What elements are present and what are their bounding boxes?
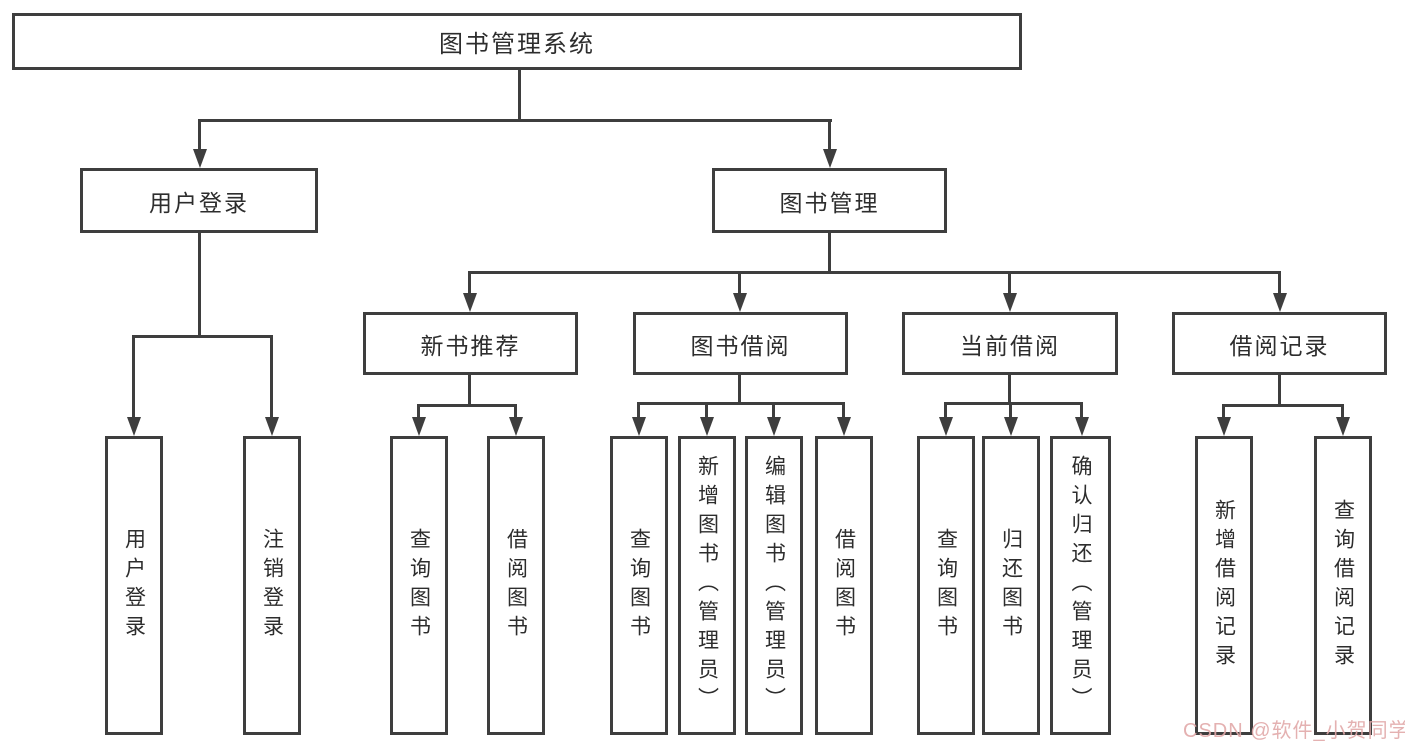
arrowhead-down xyxy=(700,417,714,436)
node-book-borrow: 图书借阅 xyxy=(633,312,848,375)
connector-line xyxy=(132,335,273,338)
connector-line xyxy=(417,404,420,419)
connector-line xyxy=(514,404,517,419)
connector-line xyxy=(1222,404,1225,419)
connector-line xyxy=(1008,375,1011,403)
watermark: CSDN @软件_小贺同学 xyxy=(1183,720,1405,742)
leaf-current-query-books: 查询图书 xyxy=(917,436,975,735)
connector-line xyxy=(772,402,775,419)
arrowhead-down xyxy=(632,417,646,436)
arrowhead-down xyxy=(1003,293,1017,312)
connector-line xyxy=(1080,402,1083,419)
arrowhead-down xyxy=(1217,417,1231,436)
arrowhead-down xyxy=(412,417,426,436)
connector-line xyxy=(468,271,471,295)
arrowhead-down xyxy=(1075,417,1089,436)
node-root-label: 图书管理系统 xyxy=(439,31,595,58)
connector-line xyxy=(738,271,741,295)
leaf-borrow-books-label: 借阅图书 xyxy=(832,527,856,644)
connector-line xyxy=(1222,404,1344,407)
connector-line xyxy=(944,402,1083,405)
connector-line xyxy=(842,402,845,419)
arrowhead-down xyxy=(509,417,523,436)
connector-line xyxy=(132,335,135,419)
node-borrow-records-label: 借阅记录 xyxy=(1229,332,1330,359)
leaf-borrow-books: 借阅图书 xyxy=(815,436,873,735)
leaf-confirm-return-admin-label: 确认归还（管理员） xyxy=(1069,455,1092,716)
node-borrow-records: 借阅记录 xyxy=(1172,312,1387,375)
leaf-add-borrow-record: 新增借阅记录 xyxy=(1195,436,1253,735)
connector-line xyxy=(198,119,201,152)
connector-line xyxy=(828,233,831,273)
leaf-recommend-query-books-label: 查询图书 xyxy=(407,527,431,644)
arrowhead-down xyxy=(1004,417,1018,436)
leaf-edit-books-admin-label: 编辑图书（管理员） xyxy=(762,455,786,716)
leaf-recommend-borrow-books: 借阅图书 xyxy=(487,436,545,735)
connector-line xyxy=(270,335,273,419)
connector-line xyxy=(1278,375,1281,406)
connector-line xyxy=(637,402,845,405)
connector-line xyxy=(417,404,517,407)
leaf-add-books-admin-label: 新增图书（管理员） xyxy=(695,455,719,716)
leaf-return-books: 归还图书 xyxy=(982,436,1040,735)
leaf-query-borrow-record: 查询借阅记录 xyxy=(1314,436,1372,735)
connector-line xyxy=(828,119,831,152)
arrowhead-down xyxy=(193,149,207,168)
leaf-add-books-admin: 新增图书（管理员） xyxy=(678,436,736,735)
arrowhead-down xyxy=(823,149,837,168)
leaf-return-books-label: 归还图书 xyxy=(999,527,1023,644)
arrowhead-down xyxy=(463,293,477,312)
connector-line xyxy=(705,402,708,419)
connector-line xyxy=(198,119,832,122)
node-new-book-recommend-label: 新书推荐 xyxy=(420,332,521,359)
leaf-edit-books-admin: 编辑图书（管理员） xyxy=(745,436,803,735)
connector-line xyxy=(518,70,521,119)
arrowhead-down xyxy=(733,293,747,312)
leaf-logout: 注销登录 xyxy=(243,436,301,735)
leaf-recommend-query-books: 查询图书 xyxy=(390,436,448,735)
arrowhead-down xyxy=(265,417,279,436)
leaf-logout-label: 注销登录 xyxy=(260,527,284,644)
leaf-add-borrow-record-label: 新增借阅记录 xyxy=(1212,498,1236,673)
node-current-borrow: 当前借阅 xyxy=(902,312,1118,375)
leaf-query-borrow-record-label: 查询借阅记录 xyxy=(1331,498,1355,673)
node-book-management: 图书管理 xyxy=(712,168,947,233)
connector-line xyxy=(1009,402,1012,419)
node-root: 图书管理系统 xyxy=(12,13,1022,70)
arrowhead-down xyxy=(767,417,781,436)
arrowhead-down xyxy=(837,417,851,436)
connector-line xyxy=(1341,404,1344,419)
leaf-user-login-label: 用户登录 xyxy=(122,527,146,644)
node-user-login-label: 用户登录 xyxy=(149,189,249,216)
node-new-book-recommend: 新书推荐 xyxy=(363,312,578,375)
connector-line xyxy=(198,233,201,335)
leaf-user-login: 用户登录 xyxy=(105,436,163,735)
connector-line xyxy=(468,271,1281,274)
leaf-confirm-return-admin: 确认归还（管理员） xyxy=(1050,436,1111,735)
connector-line xyxy=(637,402,640,419)
arrowhead-down xyxy=(1336,417,1350,436)
node-user-login: 用户登录 xyxy=(80,168,318,233)
node-book-borrow-label: 图书借阅 xyxy=(690,332,791,359)
connector-line xyxy=(1278,271,1281,295)
leaf-recommend-borrow-books-label: 借阅图书 xyxy=(504,527,528,644)
leaf-borrow-query-books-label: 查询图书 xyxy=(627,527,651,644)
connector-line xyxy=(468,375,471,406)
connector-line xyxy=(1008,271,1011,295)
arrowhead-down xyxy=(1273,293,1287,312)
node-book-management-label: 图书管理 xyxy=(779,189,880,216)
arrowhead-down xyxy=(127,417,141,436)
leaf-current-query-books-label: 查询图书 xyxy=(934,527,958,644)
arrowhead-down xyxy=(939,417,953,436)
leaf-borrow-query-books: 查询图书 xyxy=(610,436,668,735)
connector-line xyxy=(738,375,741,403)
node-current-borrow-label: 当前借阅 xyxy=(960,332,1060,359)
connector-line xyxy=(944,402,947,419)
